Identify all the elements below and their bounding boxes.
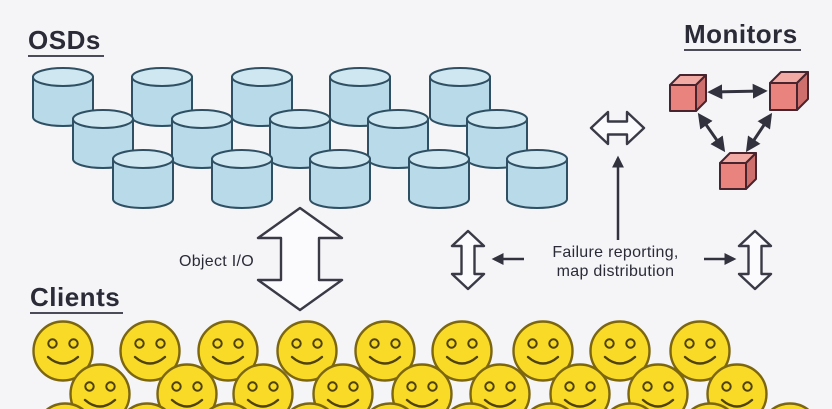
client-smiley	[208, 402, 248, 409]
client-smiley	[431, 320, 493, 382]
osd-cylinder	[112, 149, 174, 209]
client-smiley	[589, 320, 651, 382]
client-smiley	[512, 320, 574, 382]
object-io-arrow	[256, 206, 344, 312]
failure-reporting-line1: Failure reporting,	[552, 244, 679, 261]
client-smiley	[370, 402, 410, 409]
client-smiley	[706, 363, 768, 409]
client-smiley	[391, 363, 453, 409]
monitor-link-arrow	[745, 112, 773, 153]
client-smiley	[627, 363, 689, 409]
client-smiley	[669, 320, 731, 382]
failure-reporting-line2: map distribution	[556, 263, 675, 280]
client-smiley	[312, 363, 374, 409]
client-smiley	[127, 402, 167, 409]
client-smiley	[197, 320, 259, 382]
failure-reporting-label: Failure reporting, map distribution	[523, 243, 708, 281]
client-smiley	[32, 320, 94, 382]
monitor-link-arrow	[707, 83, 768, 100]
client-cluster	[32, 320, 810, 409]
monitor-cube	[769, 71, 809, 111]
monitors-title: Monitors	[684, 21, 801, 51]
arrows-layer	[256, 110, 773, 312]
osds-title: OSDs	[28, 27, 104, 57]
client-smiley	[119, 320, 181, 382]
monitor-cube	[669, 74, 707, 112]
client-smiley	[276, 320, 338, 382]
monitor-cluster	[669, 71, 809, 190]
osd-cylinder	[131, 67, 193, 127]
client-smiley	[450, 402, 490, 409]
client-smiley	[549, 363, 611, 409]
client-sync-right-arrow	[737, 229, 773, 291]
clients-title: Clients	[30, 284, 124, 314]
osd-cylinder	[506, 149, 568, 209]
osd-cylinder	[309, 149, 371, 209]
client-smiley	[530, 402, 570, 409]
osd-monitor-arrow	[589, 110, 646, 146]
osd-cylinder	[32, 67, 94, 127]
client-smiley	[354, 320, 416, 382]
client-smiley	[290, 402, 330, 409]
monitor-cube	[719, 152, 757, 190]
object-io-label: Object I/O	[178, 253, 254, 270]
client-smiley	[770, 402, 810, 409]
osd-cylinder	[211, 149, 273, 209]
client-smiley	[610, 402, 650, 409]
osd-cylinder	[408, 149, 470, 209]
client-smiley	[156, 363, 218, 409]
client-smiley	[469, 363, 531, 409]
client-smiley	[45, 402, 85, 409]
client-sync-left-arrow	[450, 229, 486, 291]
client-smiley	[69, 363, 131, 409]
osd-cluster	[32, 67, 568, 209]
client-smiley	[690, 402, 730, 409]
monitor-link-arrow	[697, 112, 726, 153]
client-smiley	[232, 363, 294, 409]
